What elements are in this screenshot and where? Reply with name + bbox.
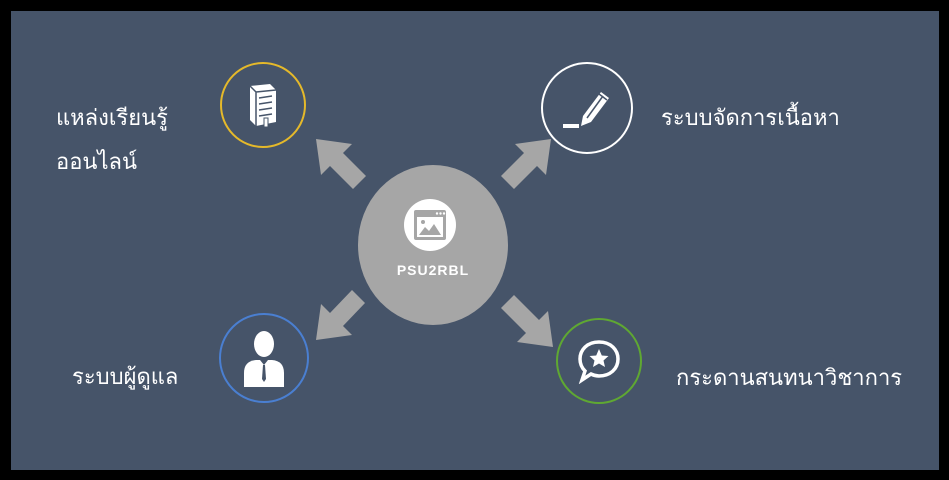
learning-resources-label-line1: แหล่งเรียนรู้	[56, 106, 168, 131]
discussion-board-node[interactable]	[556, 318, 642, 404]
arrow-up-left	[316, 139, 366, 189]
discussion-board-label: กระดานสนทนาวิชาการ	[676, 366, 903, 391]
center-hub[interactable]: PSU2RBL	[358, 165, 508, 325]
book-icon	[249, 84, 277, 128]
content-management-node[interactable]	[541, 62, 633, 154]
chat-star-icon	[578, 340, 620, 384]
center-label: PSU2RBL	[396, 262, 470, 278]
browser-window-icon	[404, 199, 456, 251]
user-icon	[244, 331, 284, 387]
content-management-label: ระบบจัดการเนื้อหา	[661, 106, 840, 131]
pencil-icon	[563, 92, 609, 128]
arrow-down-right	[501, 295, 553, 347]
admin-node[interactable]	[219, 313, 309, 403]
arrow-up-right	[501, 139, 551, 189]
admin-label: ระบบผู้ดูแล	[72, 365, 179, 390]
learning-resources-label-line2: ออนไลน์	[56, 150, 138, 175]
learning-resources-node[interactable]	[220, 62, 306, 148]
arrow-down-left	[316, 290, 365, 340]
